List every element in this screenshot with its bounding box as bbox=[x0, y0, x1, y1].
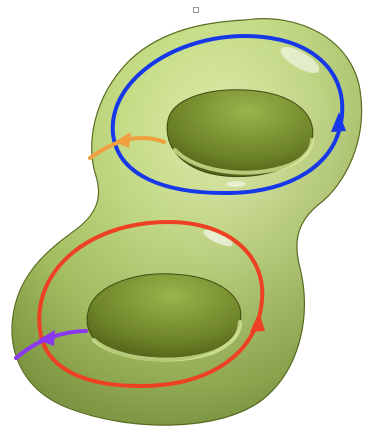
tiny-marker-icon bbox=[193, 7, 199, 13]
highlight-upper-inner bbox=[226, 181, 246, 187]
lower-hole bbox=[87, 274, 241, 361]
